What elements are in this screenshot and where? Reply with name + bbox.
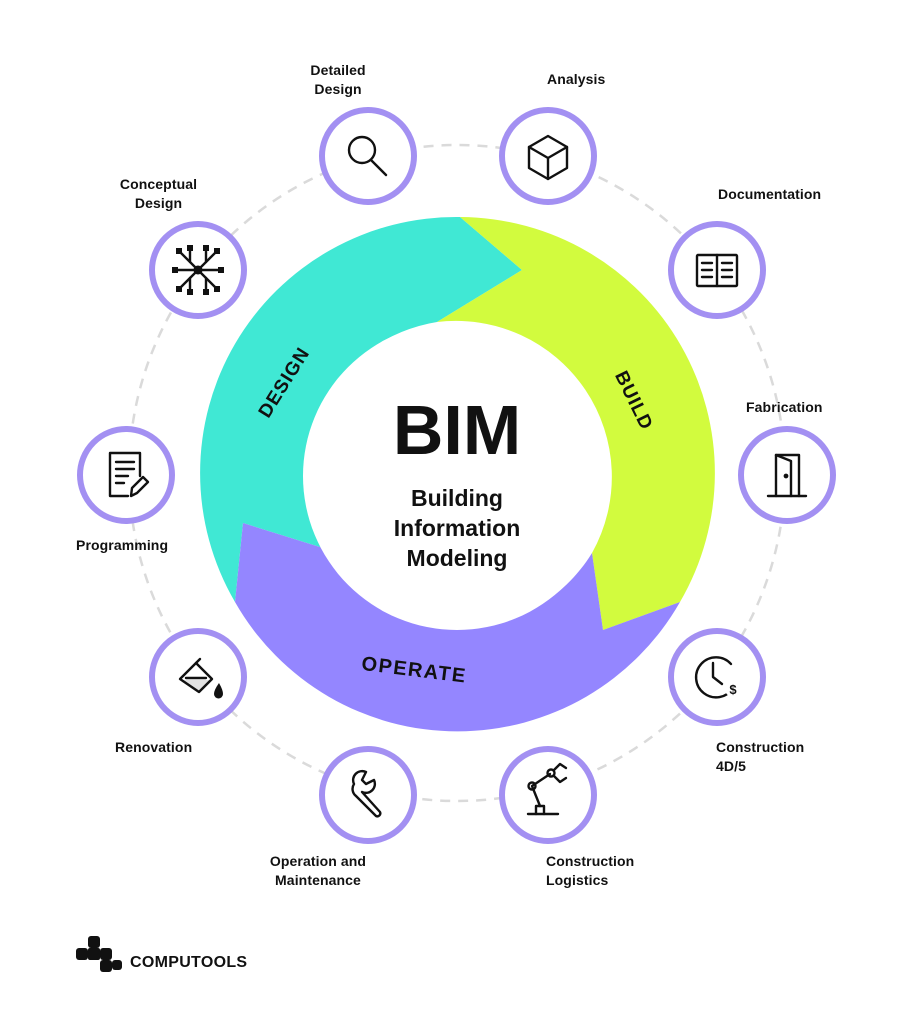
wrench-icon	[351, 769, 382, 818]
analysis-label: Analysis	[547, 71, 606, 87]
center-subtitle-line-2: Information	[394, 515, 521, 541]
detailed-design-label: Detailed Design	[310, 62, 366, 97]
construction-logistics-node	[499, 746, 597, 844]
conceptual-design-label: Conceptual Design	[119, 176, 198, 211]
construction-4d5-node	[668, 628, 766, 726]
center-subtitle-line-1: Building	[411, 485, 503, 511]
build-phase-segment	[437, 217, 715, 630]
notepad-pen-icon	[108, 451, 150, 498]
brand-name: COMPUTOOLS	[130, 954, 248, 971]
design-phase-segment	[200, 216, 522, 603]
construction-4d5-label: Construction 4D/5	[716, 739, 805, 774]
paint-bucket-icon	[178, 657, 214, 694]
fabrication-label: Fabrication	[746, 399, 823, 415]
operation-maintenance-node	[319, 746, 417, 844]
dollar-sign: $	[729, 682, 737, 697]
computools-brand: COMPUTOOLS	[74, 930, 274, 980]
cube-icon	[527, 134, 569, 181]
renovation-label: Renovation	[115, 739, 193, 755]
documentation-label: Documentation	[718, 186, 822, 202]
operation-maintenance-label: Operation and Maintenance	[269, 853, 367, 888]
door-icon	[766, 453, 808, 498]
document-columns-icon	[695, 253, 739, 288]
center-circle	[303, 322, 611, 630]
center-title: BIM	[393, 391, 521, 469]
operate-phase-segment	[235, 523, 680, 732]
clock-dollar-icon	[694, 656, 735, 699]
computools-logo	[76, 936, 122, 972]
analysis-node	[499, 107, 597, 205]
robot-arm-icon	[526, 762, 568, 816]
programming-label: Programming	[76, 537, 169, 553]
construction-logistics-label: Construction Logistics	[546, 853, 635, 888]
detailed-design-node	[319, 107, 417, 205]
magnifier-icon	[347, 135, 388, 177]
center-subtitle-line-3: Modeling	[407, 545, 508, 571]
